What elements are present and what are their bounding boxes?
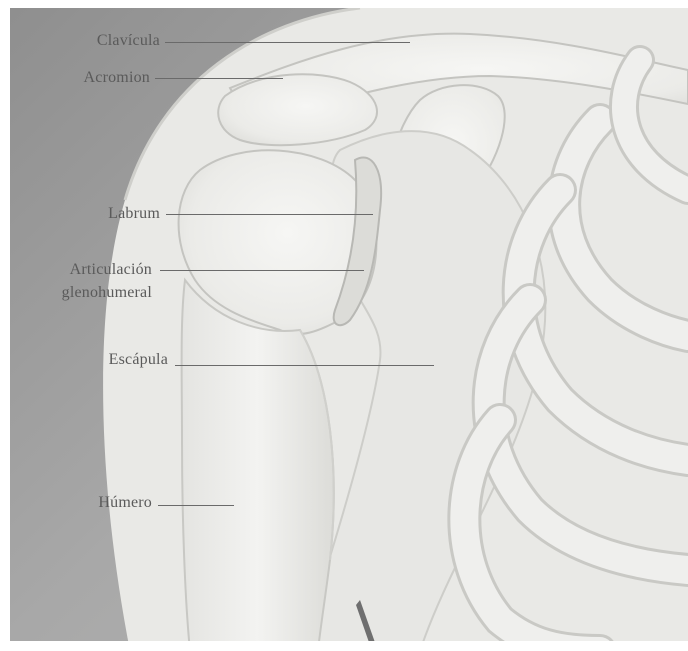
label-articulacion-line1: Articulación	[20, 260, 152, 279]
label-clavicula: Clavícula	[54, 31, 160, 50]
label-acromion: Acromion	[40, 68, 150, 87]
leader-line-acromion	[155, 78, 283, 79]
leader-line-clavicula	[165, 42, 410, 43]
label-humero: Húmero	[50, 493, 152, 512]
label-labrum: Labrum	[60, 204, 160, 223]
leader-line-articulacion	[160, 270, 364, 271]
leader-line-labrum	[166, 214, 373, 215]
leader-line-humero	[158, 505, 234, 506]
label-escapula: Escápula	[60, 350, 168, 369]
leader-line-escapula	[175, 365, 434, 366]
label-articulacion-line2: glenohumeral	[20, 283, 152, 302]
